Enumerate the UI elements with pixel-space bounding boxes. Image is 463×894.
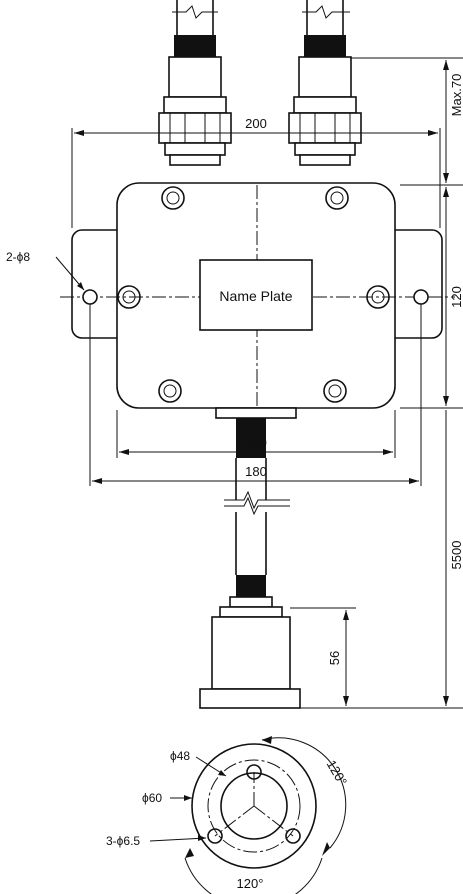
dim-width-180: 180	[89, 304, 422, 486]
mount-hole-callout-label: 2-ϕ8	[6, 250, 30, 264]
screw-mid-left	[117, 285, 141, 309]
dim-200-label: 200	[245, 116, 267, 131]
dim-120-label: 120	[449, 286, 463, 308]
screw-mid-right	[366, 285, 390, 309]
dim-max70: Max.70	[350, 57, 463, 186]
screw-bottom-left	[158, 379, 182, 403]
outer-diameter-label: ϕ60	[142, 791, 162, 805]
dim-5500-label: 5500	[449, 541, 463, 570]
right-cable-connector	[288, 0, 362, 166]
dim-width-200: 200	[71, 116, 441, 228]
name-plate	[199, 259, 313, 331]
mount-hole-right	[413, 289, 429, 305]
flange-hole-right	[285, 828, 301, 844]
flange-callouts: ϕ48 ϕ60 3-ϕ6.5	[106, 749, 227, 848]
screw-top-right	[325, 186, 349, 210]
flange-angle-bottom-label: 120°	[237, 876, 264, 891]
bolt-circle-label: ϕ48	[170, 749, 190, 763]
flange-angle-right-label: 120°	[324, 757, 350, 788]
junction-box: Name Plate	[60, 182, 455, 409]
screw-top-left	[161, 186, 185, 210]
mount-hole-left	[82, 289, 98, 305]
left-cable-connector	[158, 0, 232, 166]
dim-height-120: 120	[400, 187, 463, 409]
dim-56-label: 56	[327, 651, 342, 665]
bottom-cable	[215, 407, 297, 597]
flange-view	[184, 736, 347, 894]
dim-150-label: 150	[245, 435, 267, 450]
mount-hole-callout: 2-ϕ8	[6, 250, 85, 291]
dim-max70-label: Max.70	[449, 74, 463, 117]
holes-label: 3-ϕ6.5	[106, 834, 140, 848]
screw-bottom-right	[323, 379, 347, 403]
flange-outer	[191, 743, 317, 869]
dim-height-56: 56	[290, 607, 356, 709]
dim-length-5500: 5500	[300, 410, 463, 709]
flange-hole-left	[207, 828, 223, 844]
flange-bolt-circle	[207, 759, 301, 853]
dim-180-label: 180	[245, 464, 267, 479]
dim-width-150: 150	[116, 410, 396, 458]
sensor-body	[199, 596, 301, 709]
name-plate-label: Name Plate	[219, 288, 292, 304]
